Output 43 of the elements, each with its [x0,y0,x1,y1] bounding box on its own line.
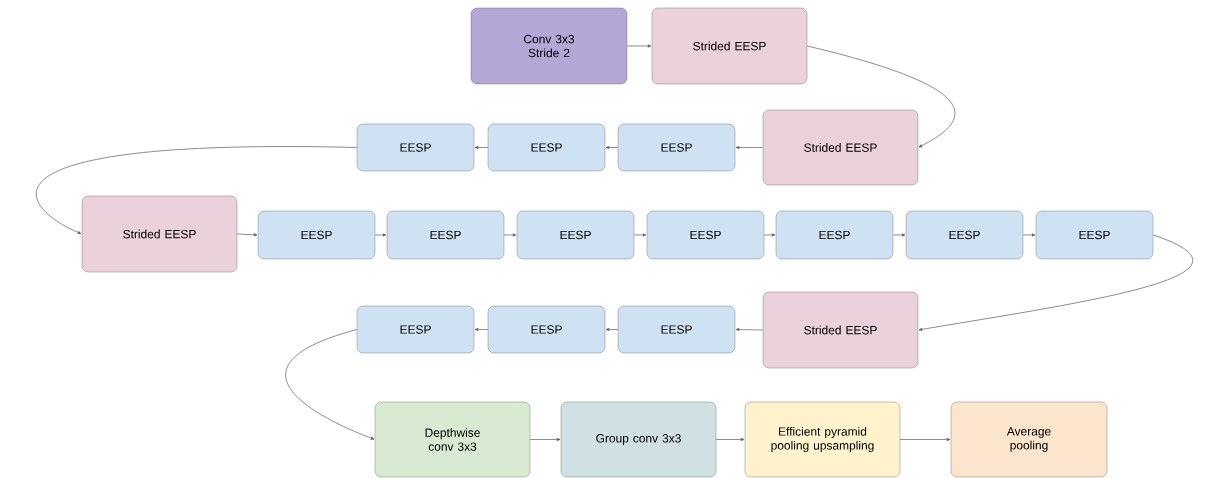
layer-box: Depthwise conv 3x3 [374,401,531,478]
arrow [236,233,258,237]
arrow [605,327,619,332]
arrow [1022,233,1036,237]
arrow [735,145,764,150]
strided-block: Strided EESP [762,109,919,186]
arrow [918,234,1193,331]
layer-box: Efficient pyramid pooling upsampling [744,401,901,478]
arrow [715,437,745,442]
arrow [633,233,647,237]
arrow [36,146,358,234]
strided-block: Strided EESP [81,195,238,273]
arrow [763,233,776,237]
arrow [899,437,951,442]
arrow [474,145,489,150]
arrow [474,327,489,332]
arrow [529,437,561,442]
arrow [806,45,956,148]
layer-box: Conv 3x3 Stride 2 [470,7,628,85]
arrow [374,233,387,237]
layer-box: EESP [617,305,736,354]
arrow [285,329,375,440]
layer-box: EESP [356,305,475,354]
layer-box: EESP [487,123,606,172]
arrow [503,233,517,237]
layer-box: EESP [905,210,1024,260]
layer-box: EESP [646,210,765,260]
layer-box: EESP [356,123,475,172]
layer-box: EESP [516,210,635,260]
layer-box: EESP [617,123,736,172]
layer-box: EESP [775,210,894,260]
strided-block: Strided EESP [651,7,808,85]
layer-box: Group conv 3x3 [560,401,717,478]
strided-block: Strided EESP [762,291,919,369]
arrow [626,44,652,48]
layer-box: EESP [1035,210,1154,260]
layer-box: EESP [487,305,606,354]
layer-box: Average pooling [950,401,1108,478]
arrow [605,145,619,150]
arrow [735,328,764,332]
layer-box: EESP [257,210,376,260]
arrow [892,233,906,237]
layer-box: EESP [386,210,505,260]
